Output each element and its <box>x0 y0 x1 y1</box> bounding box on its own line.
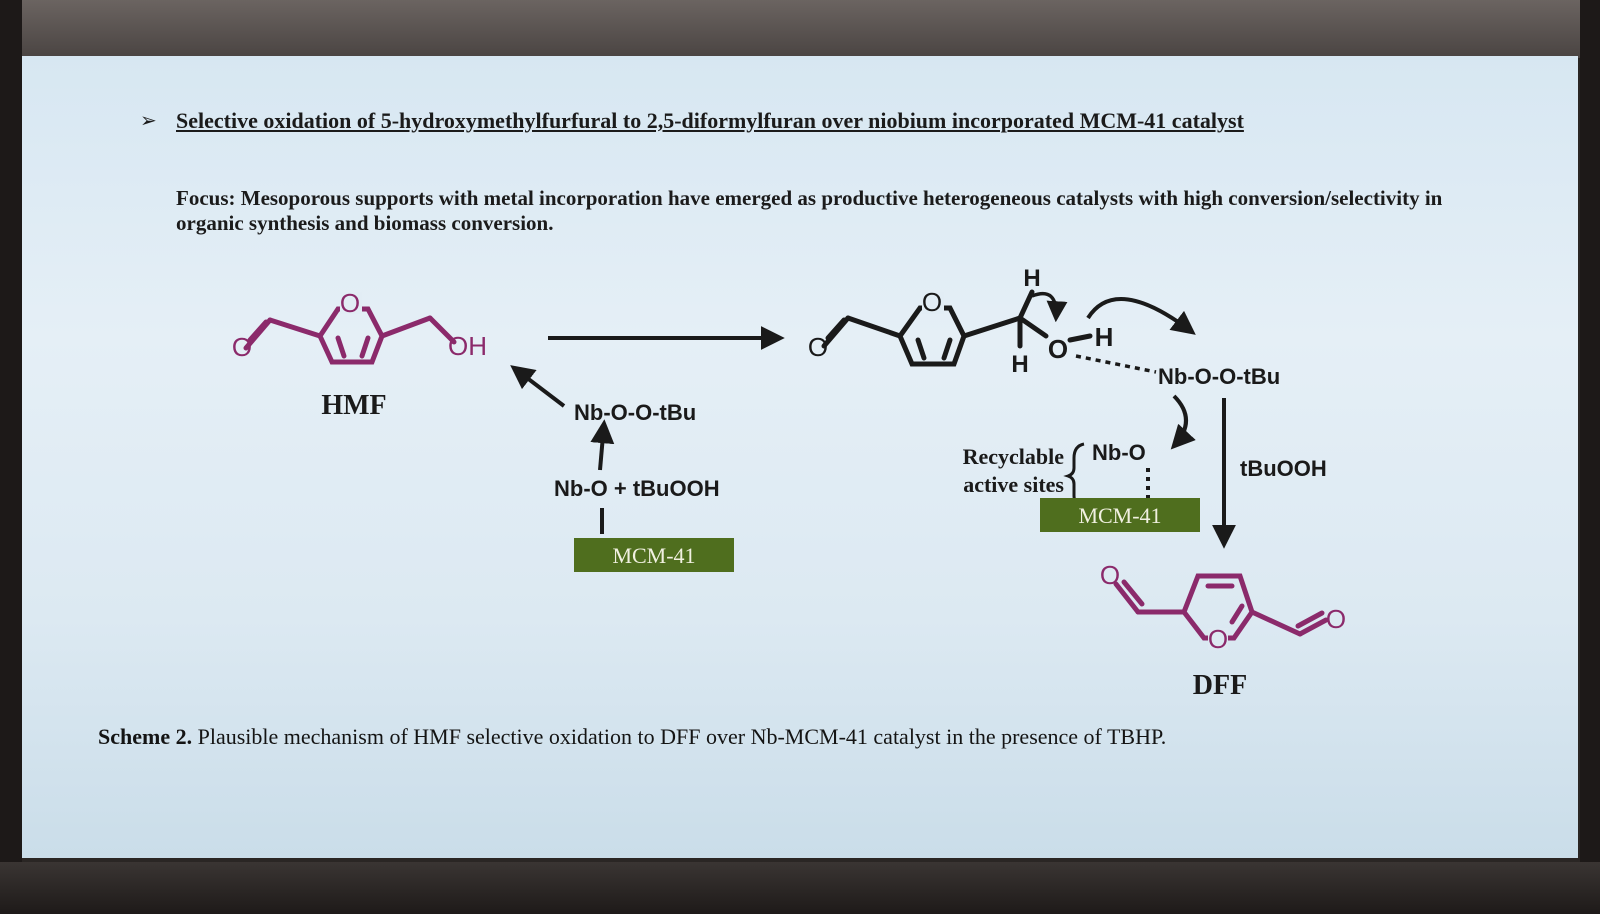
projector-frame-left <box>0 0 22 914</box>
hmf-carbonyl-oxygen: O <box>232 332 252 362</box>
caption-text: Plausible mechanism of HMF selective oxi… <box>197 724 1167 749</box>
nb-o-plus-tbuooh: Nb-O + tBuOOH <box>554 476 720 501</box>
brace <box>1063 442 1085 506</box>
arrow-activation <box>590 419 615 471</box>
dff-label: DFF <box>1193 670 1247 701</box>
mcm-support-right <box>1040 498 1200 532</box>
mcm-label-left: MCM-41 <box>612 543 695 568</box>
tbuooh-label: tBuOOH <box>1240 456 1327 481</box>
focus-text: Focus: Mesoporous supports with metal in… <box>176 186 1443 235</box>
projector-frame-top <box>0 0 1600 58</box>
curved-arrow-release <box>1170 394 1196 450</box>
curved-arrow-oh-to-nb <box>1086 297 1196 335</box>
slide-title: Selective oxidation of 5-hydroxymethylfu… <box>176 108 1244 133</box>
int-h-bottom: H <box>1011 351 1028 378</box>
hmf-hydroxyl: OH <box>448 331 487 361</box>
intermediate-molecule <box>821 289 1093 367</box>
slide-screen: ➢ Selective oxidation of 5-hydroxymethyl… <box>22 56 1578 858</box>
bullet-arrow-icon: ➢ <box>140 108 157 132</box>
dff-ring-oxygen: O <box>1208 624 1228 654</box>
dff-right-oxygen: O <box>1326 604 1346 634</box>
active-sites-label: active sites <box>963 472 1064 497</box>
nb-peroxo-right: Nb-O-O-tBu <box>1158 364 1280 389</box>
nb-o-right: Nb-O <box>1092 440 1146 465</box>
int-ring-oxygen: O <box>922 287 942 317</box>
caption-label: Scheme 2. <box>98 724 193 749</box>
projector-frame-right <box>1580 0 1600 914</box>
hmf-label: HMF <box>321 390 386 421</box>
int-hydroxyl-oxygen: O <box>1048 334 1068 364</box>
int-hydroxyl-h: H <box>1095 322 1114 352</box>
hmf-molecule <box>243 306 457 365</box>
int-h-top: H <box>1023 265 1040 292</box>
mcm-support-left <box>574 538 734 572</box>
hmf-ring-oxygen: O <box>340 288 360 318</box>
projector-frame-bottom <box>0 862 1600 914</box>
dashed-interaction <box>1075 354 1157 374</box>
recyclable-label: Recyclable <box>963 444 1065 469</box>
curved-arrow-ch-bond <box>1031 291 1068 323</box>
arrow-to-hmf <box>510 365 566 408</box>
mcm-label-right: MCM-41 <box>1078 503 1161 528</box>
dff-molecule <box>1113 573 1329 641</box>
int-carbonyl-oxygen: O <box>808 332 828 362</box>
scheme-caption: Scheme 2. Plausible mechanism of HMF sel… <box>98 724 1166 750</box>
reaction-scheme: O O OH HMF Nb-O-O-tBu Nb-O + tBuOOH MCM-… <box>232 265 1346 701</box>
dff-left-oxygen: O <box>1100 560 1120 590</box>
nb-peroxo-left: Nb-O-O-tBu <box>574 400 696 425</box>
